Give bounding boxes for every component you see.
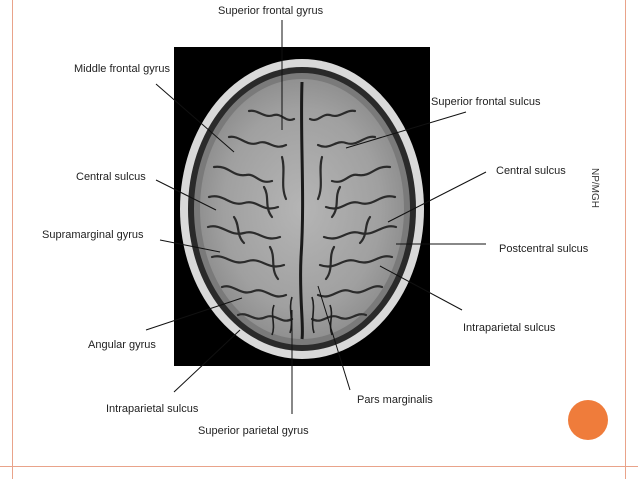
label-superior-frontal-gyrus: Superior frontal gyrus	[218, 5, 324, 17]
image-credit: NP/MGH	[588, 168, 602, 218]
slide-bottom-rule	[0, 466, 638, 467]
slide-right-border	[625, 0, 638, 479]
brain-mri-image	[174, 47, 430, 366]
label-pars-marginalis: Pars marginalis	[357, 394, 433, 406]
label-central-sulcus-left: Central sulcus	[76, 171, 146, 183]
label-central-sulcus-right: Central sulcus	[496, 165, 566, 177]
label-intraparietal-sulcus-right: Intraparietal sulcus	[463, 322, 556, 334]
brain-mri-illustration	[180, 59, 424, 359]
label-superior-parietal-gyrus: Superior parietal gyrus	[198, 425, 309, 437]
label-middle-frontal-gyrus: Middle frontal gyrus	[74, 63, 170, 75]
slide-left-border	[0, 0, 13, 479]
decorative-orange-circle	[568, 400, 608, 440]
image-credit-text: NP/MGH	[589, 168, 600, 208]
label-supramarginal-gyrus: Supramarginal gyrus	[42, 229, 144, 241]
label-superior-frontal-sulcus: Superior frontal sulcus	[431, 96, 541, 108]
label-intraparietal-sulcus-left: Intraparietal sulcus	[106, 403, 199, 415]
label-angular-gyrus: Angular gyrus	[88, 339, 156, 351]
label-postcentral-sulcus: Postcentral sulcus	[499, 243, 589, 255]
